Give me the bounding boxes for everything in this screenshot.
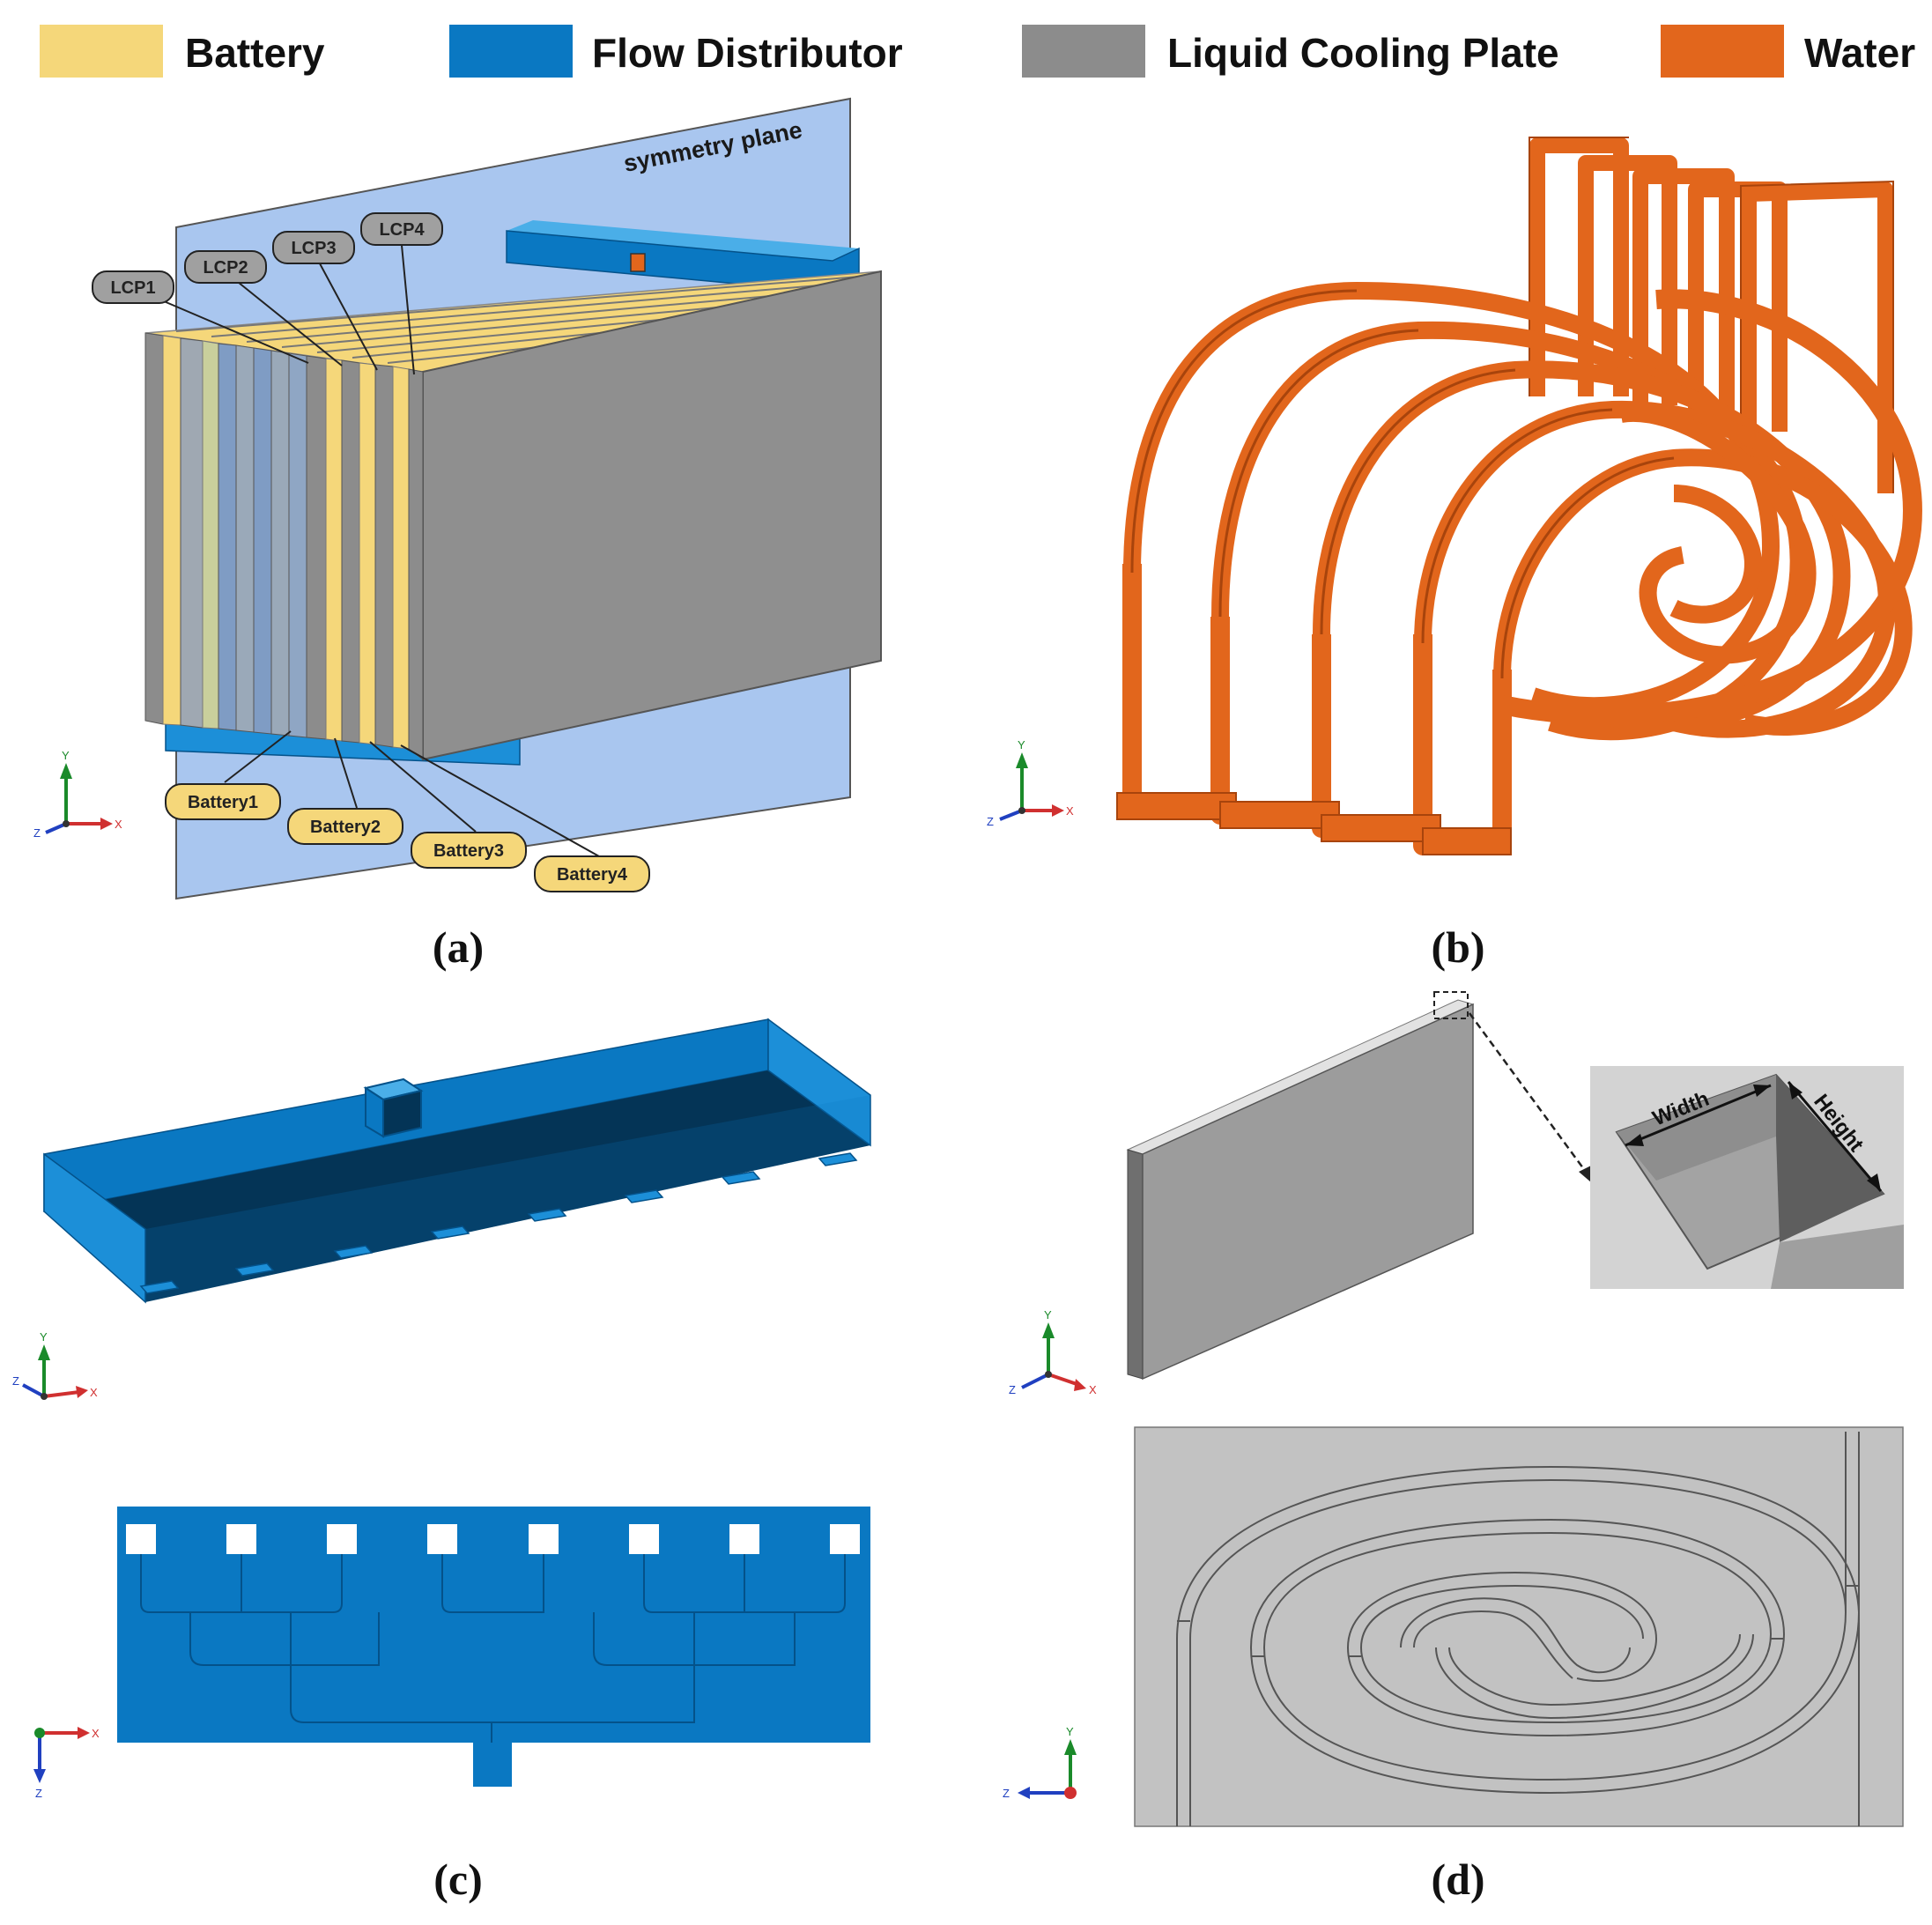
battery1-label: Battery1 [165, 783, 281, 820]
panel-d-label: (d) [1431, 1855, 1484, 1904]
axis-z-label-d1: Z [1009, 1383, 1016, 1396]
water-bottom-connectors [1116, 792, 1512, 855]
plate-2d [1134, 1426, 1904, 1827]
panel-b: Y X Z (b) [987, 137, 1922, 972]
axis-x-label-a: X [115, 818, 122, 831]
legend-item-liquid-cooling-plate: Liquid Cooling Plate [1022, 25, 1559, 78]
legend-swatch-battery [40, 25, 163, 78]
svg-text:LCP3: LCP3 [291, 239, 336, 258]
distributor-3d-front [145, 1095, 870, 1302]
lcp-callouts [138, 235, 415, 375]
axis-x-label-c1: X [90, 1386, 98, 1399]
lcp4-label: LCP4 [360, 212, 443, 246]
legend-label-water: Water [1804, 30, 1915, 76]
zoom-box [1433, 991, 1469, 1019]
axis-triad-a: Y X Z [33, 749, 122, 840]
lcp2-label: LCP2 [184, 250, 267, 284]
panel-d: Width Height Y X Z [1003, 991, 1904, 1904]
svg-text:LCP4: LCP4 [379, 220, 425, 240]
legend-swatch-liquid-cooling-plate [1022, 25, 1145, 78]
legend-label-flow-distributor: Flow Distributor [592, 30, 903, 76]
lcp1-label: LCP1 [92, 270, 174, 304]
legend-item-battery: Battery [40, 25, 325, 78]
panel-c: Y X Z [12, 1018, 871, 1904]
plate-2d-channel-dividers [1177, 1585, 1859, 1657]
plate-side-right [1771, 1225, 1904, 1289]
panel-a-label: (a) [433, 922, 484, 972]
top-distributor-outlet [630, 253, 646, 272]
distributor-2d-channels [140, 1554, 846, 1743]
distributor-3d-inner [44, 1070, 870, 1302]
axis-z-label-d2: Z [1003, 1787, 1010, 1800]
lcp3-label: LCP3 [272, 231, 355, 264]
axis-triad-c2: X Z [33, 1727, 100, 1800]
water-spiral-shadow [1130, 289, 1675, 679]
panel-b-label: (b) [1431, 922, 1484, 972]
top-distributor-top [507, 220, 859, 261]
water-spiral-coils [1123, 281, 1913, 741]
axis-y-label-d1: Y [1044, 1308, 1052, 1322]
panel-c-label: (c) [433, 1855, 483, 1904]
distributor-2d-outlets [126, 1524, 860, 1554]
axis-z-label-c1: Z [12, 1374, 19, 1388]
plate-2d-channels [1176, 1432, 1860, 1826]
channel-floor-shadow [1617, 1075, 1776, 1181]
battery4-label: Battery4 [534, 855, 650, 892]
svg-text:LCP2: LCP2 [203, 258, 248, 278]
panel-a: symmetry plane [33, 97, 882, 972]
axis-y-label-c1: Y [40, 1330, 48, 1344]
axis-z-label-b: Z [987, 815, 994, 828]
axis-x-label-c2: X [92, 1727, 100, 1740]
axis-y-label-b: Y [1018, 738, 1025, 751]
axis-triad-c1: Y X Z [12, 1330, 98, 1400]
plate-3d-left-edge [1127, 1149, 1144, 1380]
distributor-3d-right [767, 1018, 871, 1147]
axis-y-label-d2: Y [1066, 1725, 1074, 1738]
legend-label-liquid-cooling-plate: Liquid Cooling Plate [1167, 30, 1559, 76]
battery3-label: Battery3 [411, 832, 527, 869]
water-outer-arc [1499, 289, 1922, 725]
legend-swatch-water [1661, 25, 1784, 78]
zoom-arrow [1468, 1012, 1588, 1173]
axis-triad-d2: Y Z [1003, 1725, 1077, 1800]
axis-y-label-a: Y [62, 749, 70, 762]
channel-wall [1776, 1075, 1884, 1242]
svg-text:Battery2: Battery2 [310, 818, 381, 837]
axis-x-label-d1: X [1089, 1383, 1097, 1396]
axis-z-label-c2: Z [35, 1787, 42, 1800]
legend-item-water: Water [1661, 25, 1915, 78]
battery-callouts [224, 730, 600, 857]
axis-triad-b: Y X Z [987, 738, 1074, 828]
axis-x-label-b: X [1066, 804, 1074, 818]
distributor-3d-outlets [139, 1152, 858, 1294]
distributor-2d-inlet [473, 1743, 512, 1787]
distributor-3d-left [43, 1152, 146, 1304]
legend: Battery Flow Distributor Liquid Cooling … [40, 25, 1915, 78]
svg-text:Battery1: Battery1 [188, 793, 258, 812]
axis-triad-d1: Y X Z [1009, 1308, 1097, 1396]
legend-item-flow-distributor: Flow Distributor [449, 25, 903, 78]
battery2-label: Battery2 [287, 808, 403, 845]
svg-text:Battery4: Battery4 [557, 865, 628, 885]
svg-text:LCP1: LCP1 [110, 278, 155, 298]
legend-label-battery: Battery [185, 30, 325, 76]
svg-text:Battery3: Battery3 [433, 841, 504, 861]
axis-z-label-a: Z [33, 826, 41, 840]
legend-swatch-flow-distributor [449, 25, 573, 78]
distributor-3d-inlet [363, 1077, 424, 1138]
plate-3d-face [1142, 1003, 1474, 1381]
stack-front-face [144, 332, 424, 760]
